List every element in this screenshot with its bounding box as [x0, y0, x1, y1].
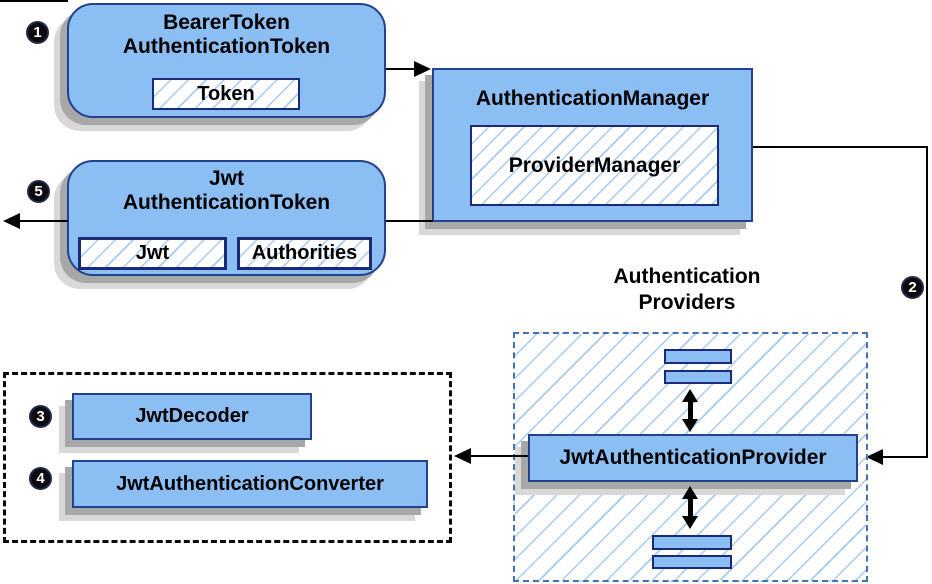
- provider-list-item: [664, 349, 732, 364]
- jwt-token-title-line2: AuthenticationToken: [122, 191, 331, 214]
- chip-jwt-label: Jwt: [135, 242, 170, 264]
- chip-token: Token: [152, 78, 300, 110]
- jwt-token-title-line1: Jwt: [208, 167, 244, 190]
- manager-to-jwt-token-line: [385, 220, 433, 222]
- node-jwt-authentication-converter: JwtAuthenticationConverter: [72, 460, 428, 508]
- step5-badge: 5: [27, 180, 50, 203]
- step2-line-horizontal-bottom: [882, 456, 928, 458]
- authentication-providers-title-line2: Providers: [638, 291, 736, 314]
- bearer-to-manager-arrow-line: [386, 68, 416, 70]
- authentication-manager-title: AuthenticationManager: [475, 87, 710, 110]
- step1-badge-number: 1: [33, 24, 42, 41]
- chip-provider-manager-label: ProviderManager: [508, 153, 681, 177]
- step1-arrow-line: [0, 0, 68, 2]
- authentication-providers-title-line1: Authentication: [613, 265, 761, 288]
- chip-authorities-label: Authorities: [251, 242, 358, 264]
- step5-arrow-line: [19, 220, 68, 222]
- step5-badge-number: 5: [34, 183, 43, 200]
- step3-badge-number: 3: [36, 408, 45, 425]
- chip-provider-manager: ProviderManager: [470, 125, 719, 206]
- double-arrow-icon: [681, 486, 699, 529]
- step4-badge: 4: [29, 467, 52, 490]
- bearer-token-title-line1: BearerToken: [163, 11, 290, 34]
- jwt-decoder-label: JwtDecoder: [135, 405, 249, 427]
- node-jwt-authentication-provider: JwtAuthenticationProvider: [528, 434, 858, 482]
- provider-list-item: [652, 555, 732, 569]
- step2-line-horizontal-top: [753, 146, 928, 148]
- provider-list-item: [664, 370, 732, 384]
- step2-arrowhead-icon: [866, 449, 883, 465]
- step4-badge-number: 4: [36, 470, 45, 487]
- provider-to-decoder-arrowhead-icon: [454, 448, 471, 464]
- step2-badge-number: 2: [908, 279, 917, 296]
- chip-jwt: Jwt: [78, 237, 227, 270]
- step2-line-vertical: [926, 146, 928, 458]
- node-authentication-manager: AuthenticationManager ProviderManager: [432, 68, 753, 222]
- step1-badge: 1: [26, 21, 49, 44]
- bearer-token-title-line2: AuthenticationToken: [122, 35, 331, 58]
- step5-arrowhead-icon: [3, 213, 20, 229]
- step3-badge: 3: [29, 405, 52, 428]
- provider-to-decoder-arrow-line: [471, 455, 528, 457]
- node-jwt-authentication-token: Jwt AuthenticationToken Jwt Authorities: [67, 160, 386, 276]
- provider-list-item: [652, 535, 732, 550]
- jwt-token-title: Jwt AuthenticationToken: [69, 162, 384, 215]
- jwt-authentication-converter-label: JwtAuthenticationConverter: [116, 472, 384, 495]
- decoder-converter-group-box: [3, 372, 452, 543]
- bearer-token-title: BearerToken AuthenticationToken: [69, 5, 384, 59]
- jwt-authentication-provider-label: JwtAuthenticationProvider: [559, 446, 827, 469]
- authentication-providers-group-title: Authentication Providers: [537, 264, 837, 316]
- double-arrow-icon: [681, 389, 699, 432]
- node-bearer-token-authentication-token: BearerToken AuthenticationToken Token: [67, 3, 386, 118]
- bearer-to-manager-arrowhead-icon: [414, 61, 431, 77]
- chip-authorities: Authorities: [237, 237, 372, 270]
- node-jwt-decoder: JwtDecoder: [72, 393, 312, 440]
- step2-badge: 2: [901, 276, 924, 299]
- chip-token-label: Token: [197, 82, 255, 105]
